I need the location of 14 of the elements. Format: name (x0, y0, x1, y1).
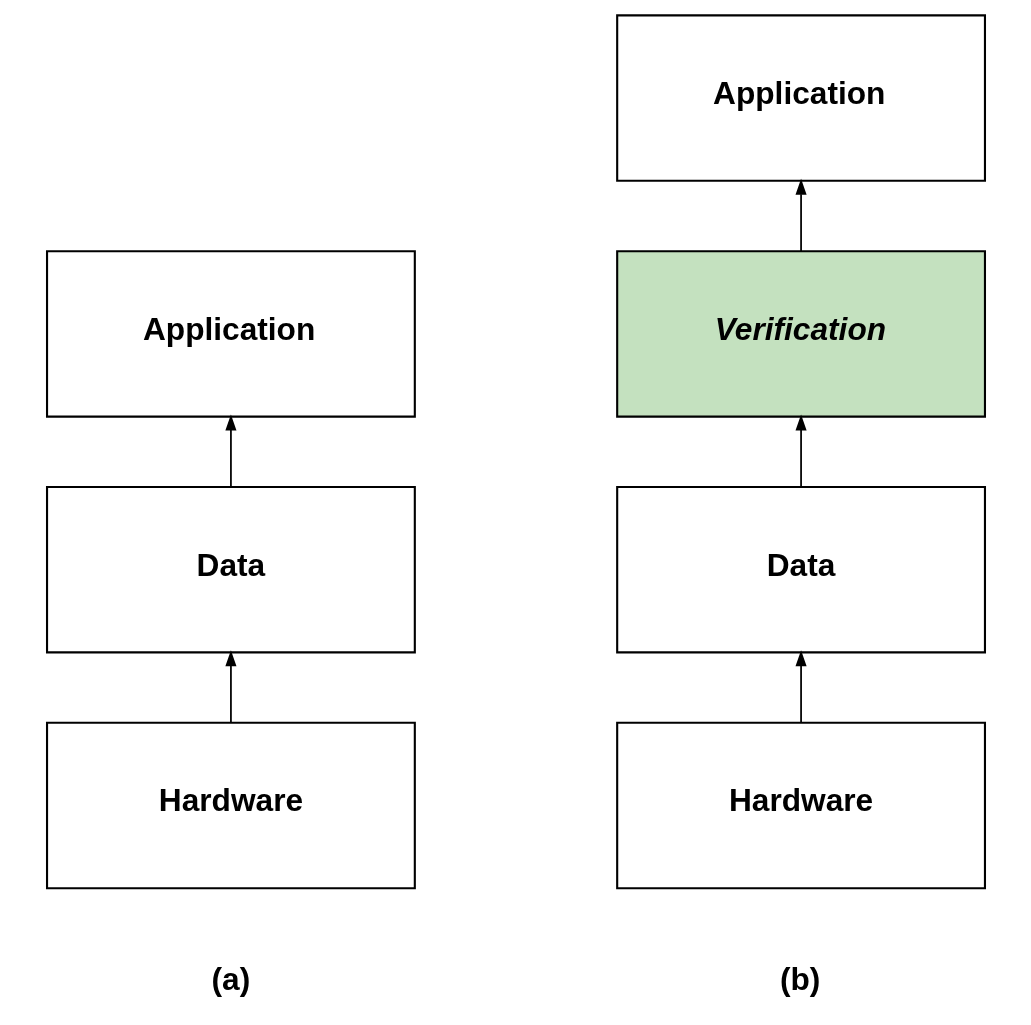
node-box: Verification (615, 250, 986, 418)
arrow (795, 414, 807, 488)
label: (b) (779, 961, 820, 998)
arrow (224, 650, 236, 724)
node-box: Hardware (615, 721, 986, 890)
node-box: Application (45, 250, 416, 418)
arrow (795, 650, 807, 724)
node-box: Data (45, 485, 416, 654)
node-box: Hardware (45, 721, 416, 890)
arrow (224, 414, 236, 488)
node-box: Data (615, 485, 986, 654)
label: (a) (211, 961, 250, 998)
arrow (795, 178, 807, 252)
node-box: Application (615, 14, 986, 182)
